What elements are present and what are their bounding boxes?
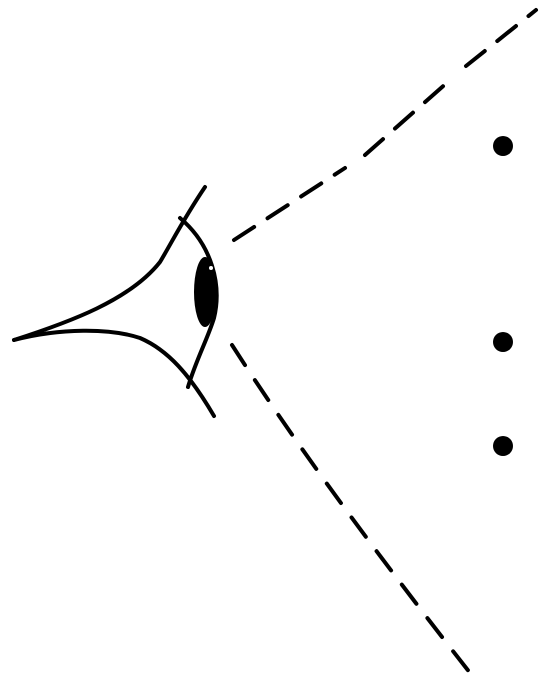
dot-top: [493, 136, 513, 156]
upper-dashed-line: [234, 10, 536, 240]
sight-lines: [232, 10, 536, 678]
lower-dashed-line: [232, 345, 474, 678]
eye-icon: [14, 187, 217, 416]
dots: [493, 136, 513, 456]
dot-middle: [493, 332, 513, 352]
dot-bottom: [493, 436, 513, 456]
upper-eyelid: [14, 187, 205, 340]
pupil-highlight: [209, 266, 213, 270]
lower-eyelid: [14, 331, 214, 416]
